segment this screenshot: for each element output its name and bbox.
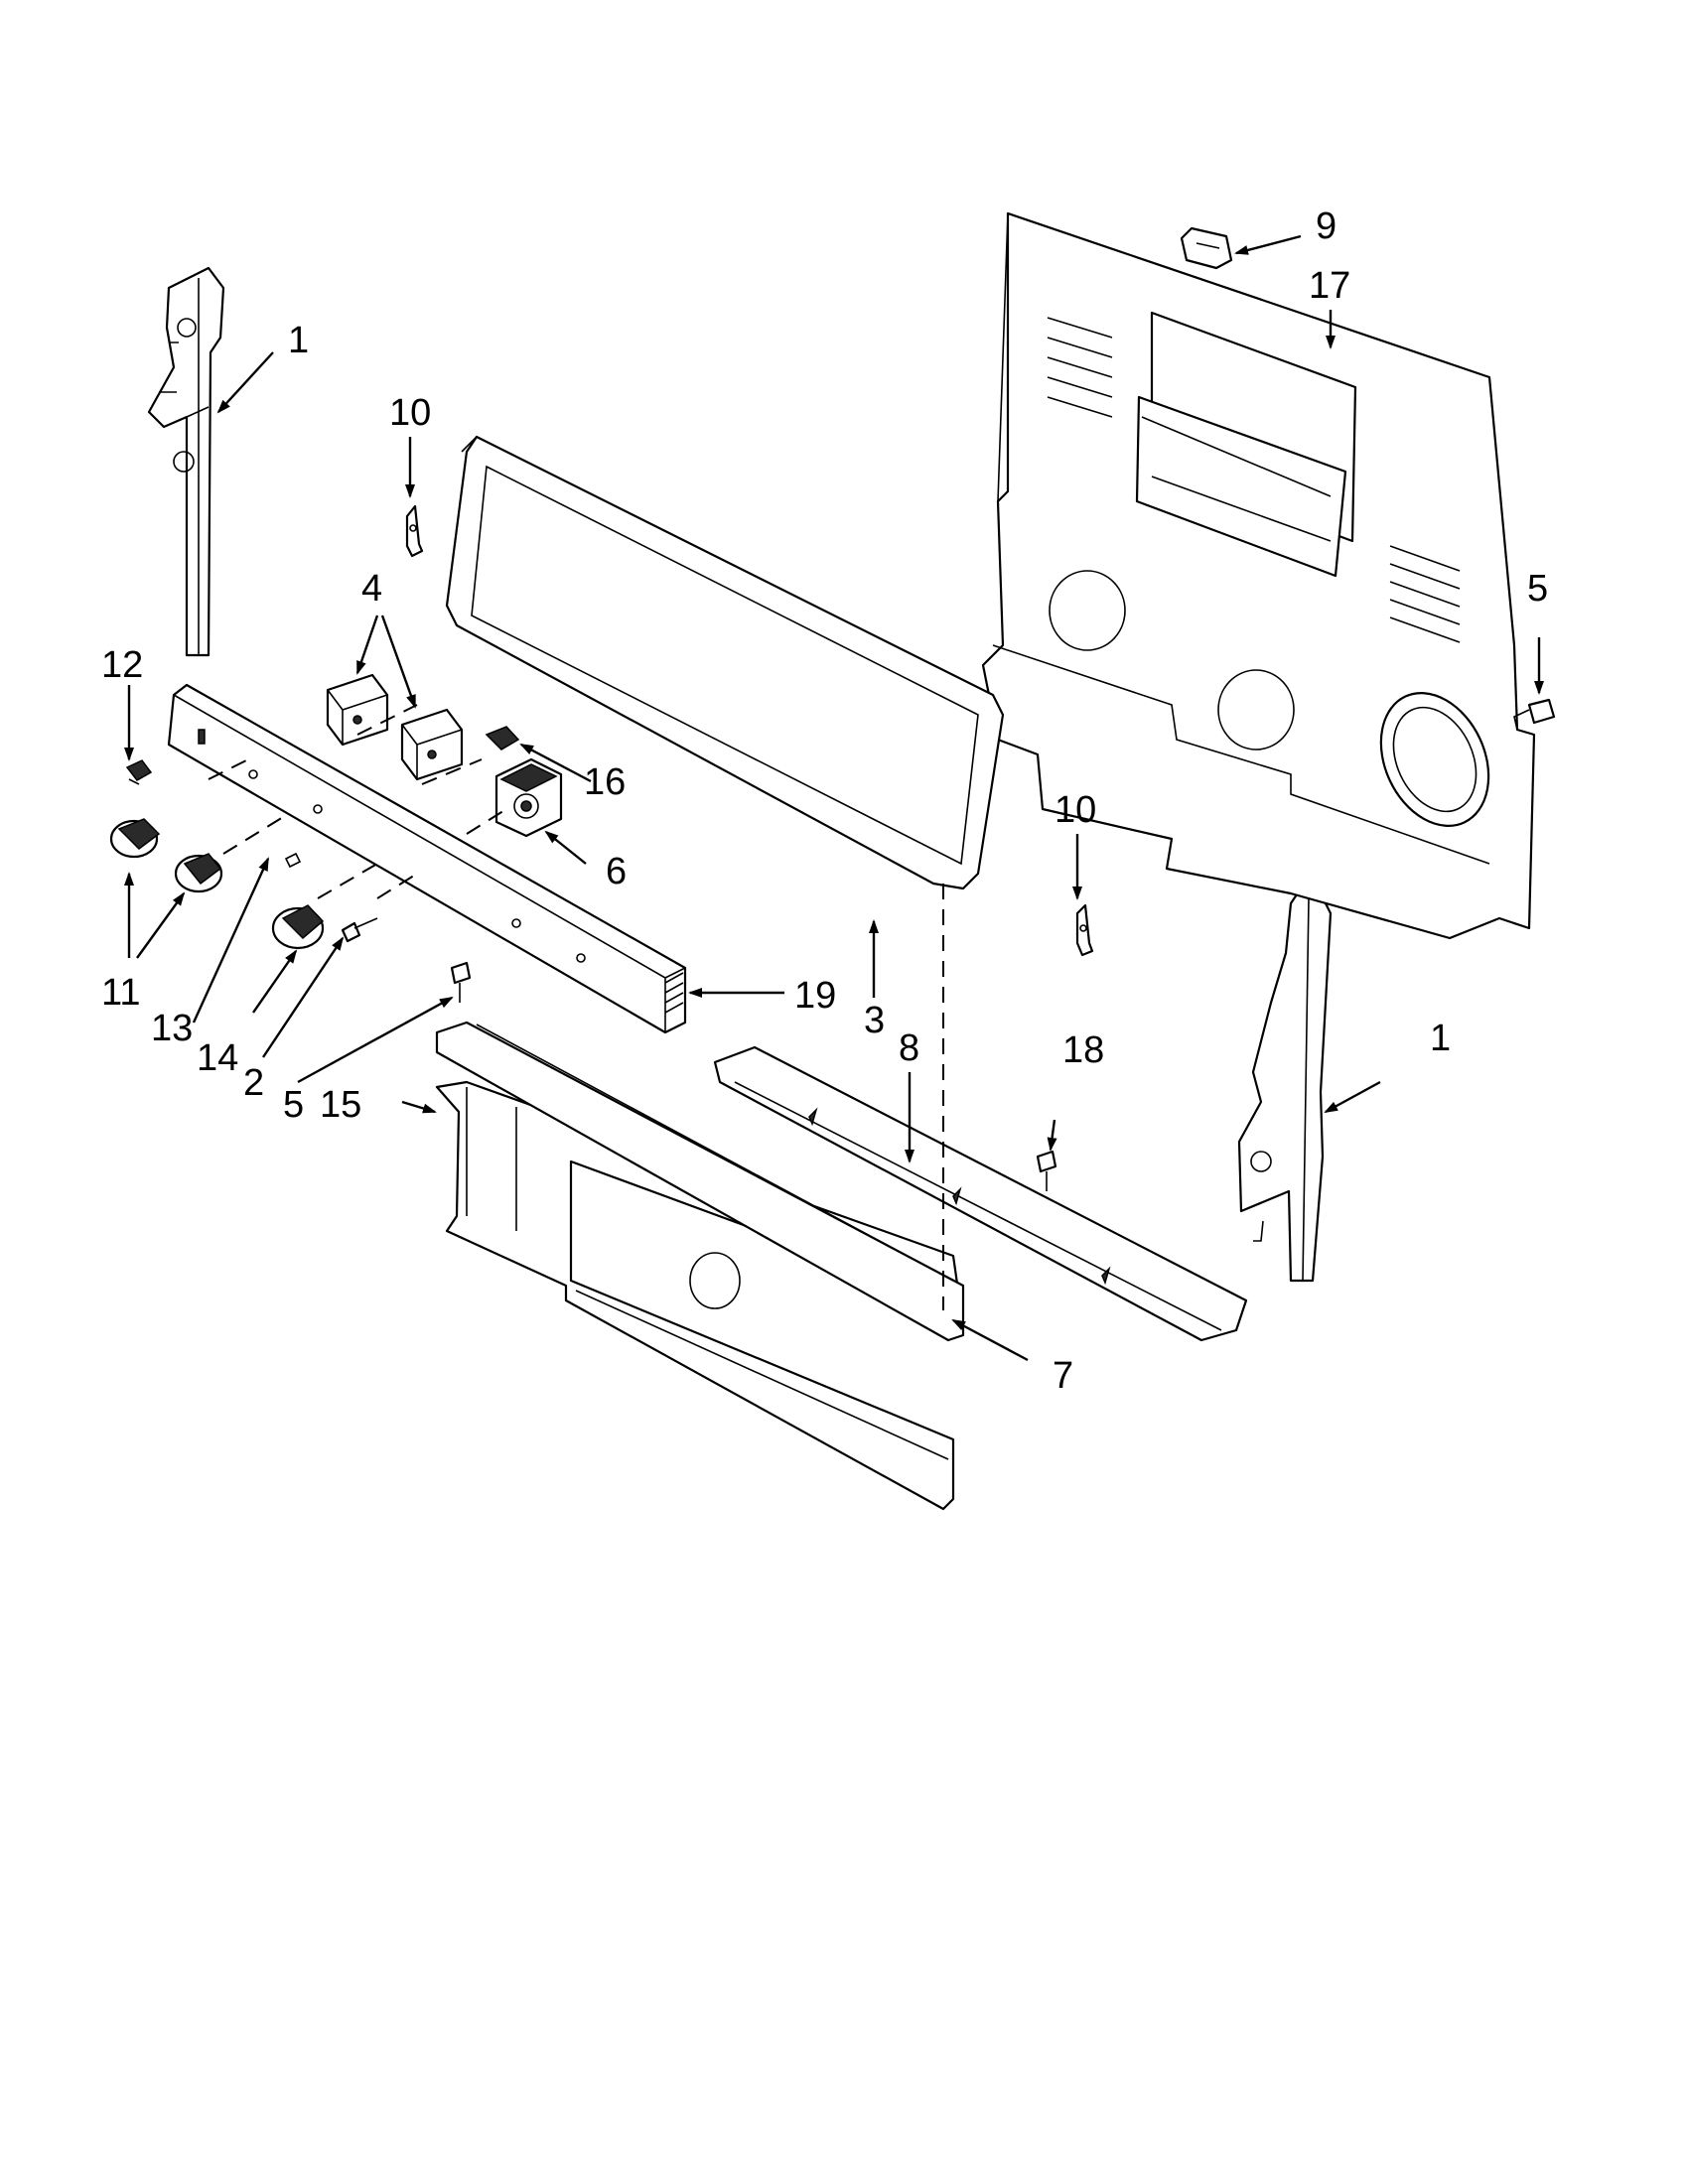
callout-4: 4 [361, 568, 382, 610]
leader-arrows [124, 234, 1544, 1362]
screw-right [1513, 698, 1556, 731]
callout-1-left: 1 [288, 320, 309, 361]
callout-12: 12 [101, 644, 143, 686]
screw-left [450, 961, 472, 1003]
right-side-bracket [1237, 887, 1333, 1283]
callout-9: 9 [1316, 205, 1336, 247]
rear-support-bar [713, 1045, 1248, 1342]
callout-14: 14 [197, 1037, 238, 1079]
relay-switch-b [400, 708, 464, 781]
callout-5-right: 5 [1527, 568, 1548, 610]
callout-15: 15 [320, 1084, 361, 1126]
hook-right [1075, 903, 1094, 957]
lower-front-panel [435, 1080, 960, 1511]
callout-18: 18 [1062, 1029, 1104, 1071]
control-bracket [167, 683, 687, 1034]
knob-c [271, 904, 325, 950]
callout-16: 16 [584, 761, 626, 803]
relay-switch-a [326, 673, 389, 747]
small-switch [485, 726, 520, 751]
screw-18 [1036, 1150, 1057, 1191]
callout-10-left: 10 [389, 392, 431, 434]
callout-2: 2 [243, 1062, 264, 1104]
callout-labels: 1 1 2 3 4 5 5 6 7 8 9 10 10 11 12 13 14 … [101, 205, 1548, 1397]
callout-6: 6 [606, 851, 627, 892]
callout-1-right: 1 [1430, 1018, 1451, 1059]
callout-11: 11 [101, 972, 140, 1014]
rear-panel-clip [1180, 226, 1233, 270]
screw-knob [341, 917, 378, 943]
hook-left [405, 504, 424, 558]
left-side-bracket [147, 266, 225, 657]
knob-spring [284, 852, 302, 869]
indicator-light [125, 759, 153, 785]
callout-7: 7 [1053, 1355, 1073, 1397]
upper-trim-strip [435, 1021, 965, 1342]
callout-17: 17 [1309, 265, 1350, 307]
knob-b [174, 853, 223, 893]
rear-panel [981, 211, 1536, 940]
knob-a [109, 818, 161, 859]
control-panel-backguard [445, 435, 1005, 890]
callout-3: 3 [864, 1000, 885, 1041]
callout-8: 8 [899, 1027, 919, 1069]
callout-10-right: 10 [1055, 789, 1096, 831]
callout-19: 19 [794, 975, 836, 1017]
control-module [494, 757, 563, 838]
assembly-lines [208, 704, 944, 1310]
callout-5-left: 5 [283, 1084, 304, 1126]
callout-13: 13 [151, 1008, 193, 1049]
